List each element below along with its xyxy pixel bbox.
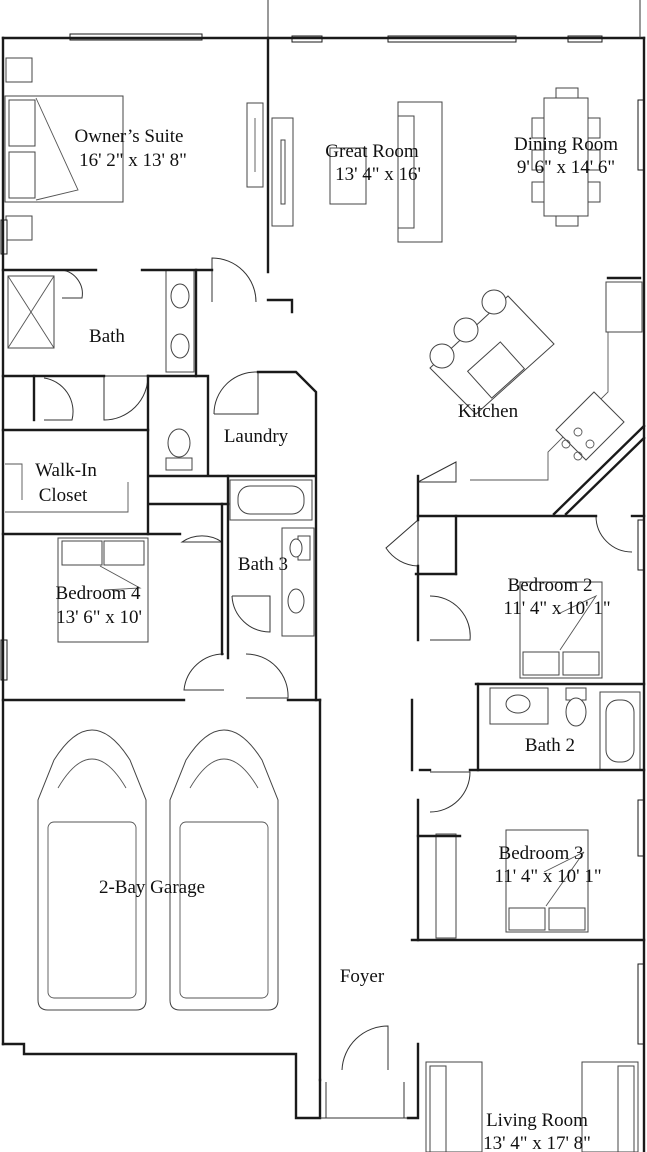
dining-room-label: Dining Room: [514, 134, 618, 155]
kitchen-label: Kitchen: [458, 401, 519, 422]
bedroom-2-bed: [519, 581, 603, 679]
bath-3-label: Bath 3: [238, 554, 288, 575]
living-room-sofa-right: [581, 1061, 639, 1152]
kitchen-counter: [470, 281, 643, 481]
bedroom-3-closet: [435, 833, 457, 939]
living-room-sofa-left: [425, 1061, 483, 1152]
bedroom-4-size: 13' 6" x 10': [56, 607, 142, 628]
owners-bath-toilet: [165, 428, 193, 471]
garage-label: 2-Bay Garage: [99, 877, 205, 898]
bedroom-3-label: Bedroom 3: [499, 843, 584, 864]
owners-suite-size: 16' 2" x 13' 8": [79, 150, 187, 171]
owners-bath-vanity: [165, 269, 195, 373]
dining-table: [531, 87, 601, 227]
living-room-label: Living Room: [486, 1110, 588, 1131]
owners-suite-label: Owner’s Suite: [75, 126, 184, 147]
bath-3-vanity: [281, 527, 315, 637]
owners-bath-shower: [7, 275, 55, 349]
dining-room-size: 9' 6" x 14' 6": [517, 157, 615, 178]
foyer-label: Foyer: [340, 966, 385, 987]
bath-3-tub: [229, 479, 313, 521]
bedroom-4-bed: [57, 537, 149, 643]
laundry-label: Laundry: [224, 426, 289, 447]
bedroom-2-size: 11' 4" x 10' 1": [503, 598, 610, 619]
bedroom-3-bed: [505, 829, 589, 933]
bath-2-label: Bath 2: [525, 735, 575, 756]
garage-car-right: [169, 729, 279, 1011]
garage-car-left: [37, 729, 147, 1011]
walk-in-closet-label-line2: Closet: [39, 485, 88, 506]
bath-label: Bath: [89, 326, 125, 347]
bath-2-fixtures: [489, 687, 641, 771]
closet-shelves: [5, 463, 129, 513]
bedroom-3-size: 11' 4" x 10' 1": [494, 866, 601, 887]
great-room-size: 13' 4" x 16': [335, 164, 421, 185]
great-room-tv: [271, 117, 294, 227]
living-room-size: 13' 4" x 17' 8": [483, 1133, 591, 1152]
great-room-sofa: [397, 101, 443, 243]
owners-suite-dresser: [246, 102, 264, 188]
bedroom-2-label: Bedroom 2: [508, 575, 593, 596]
owners-suite-bed: [4, 57, 124, 241]
great-room-coffee-table: [329, 147, 367, 205]
great-room-label: Great Room: [325, 141, 419, 162]
kitchen-island: [429, 289, 555, 415]
bedroom-4-label: Bedroom 4: [56, 583, 141, 604]
walk-in-closet-label-line1: Walk-In: [35, 460, 97, 481]
